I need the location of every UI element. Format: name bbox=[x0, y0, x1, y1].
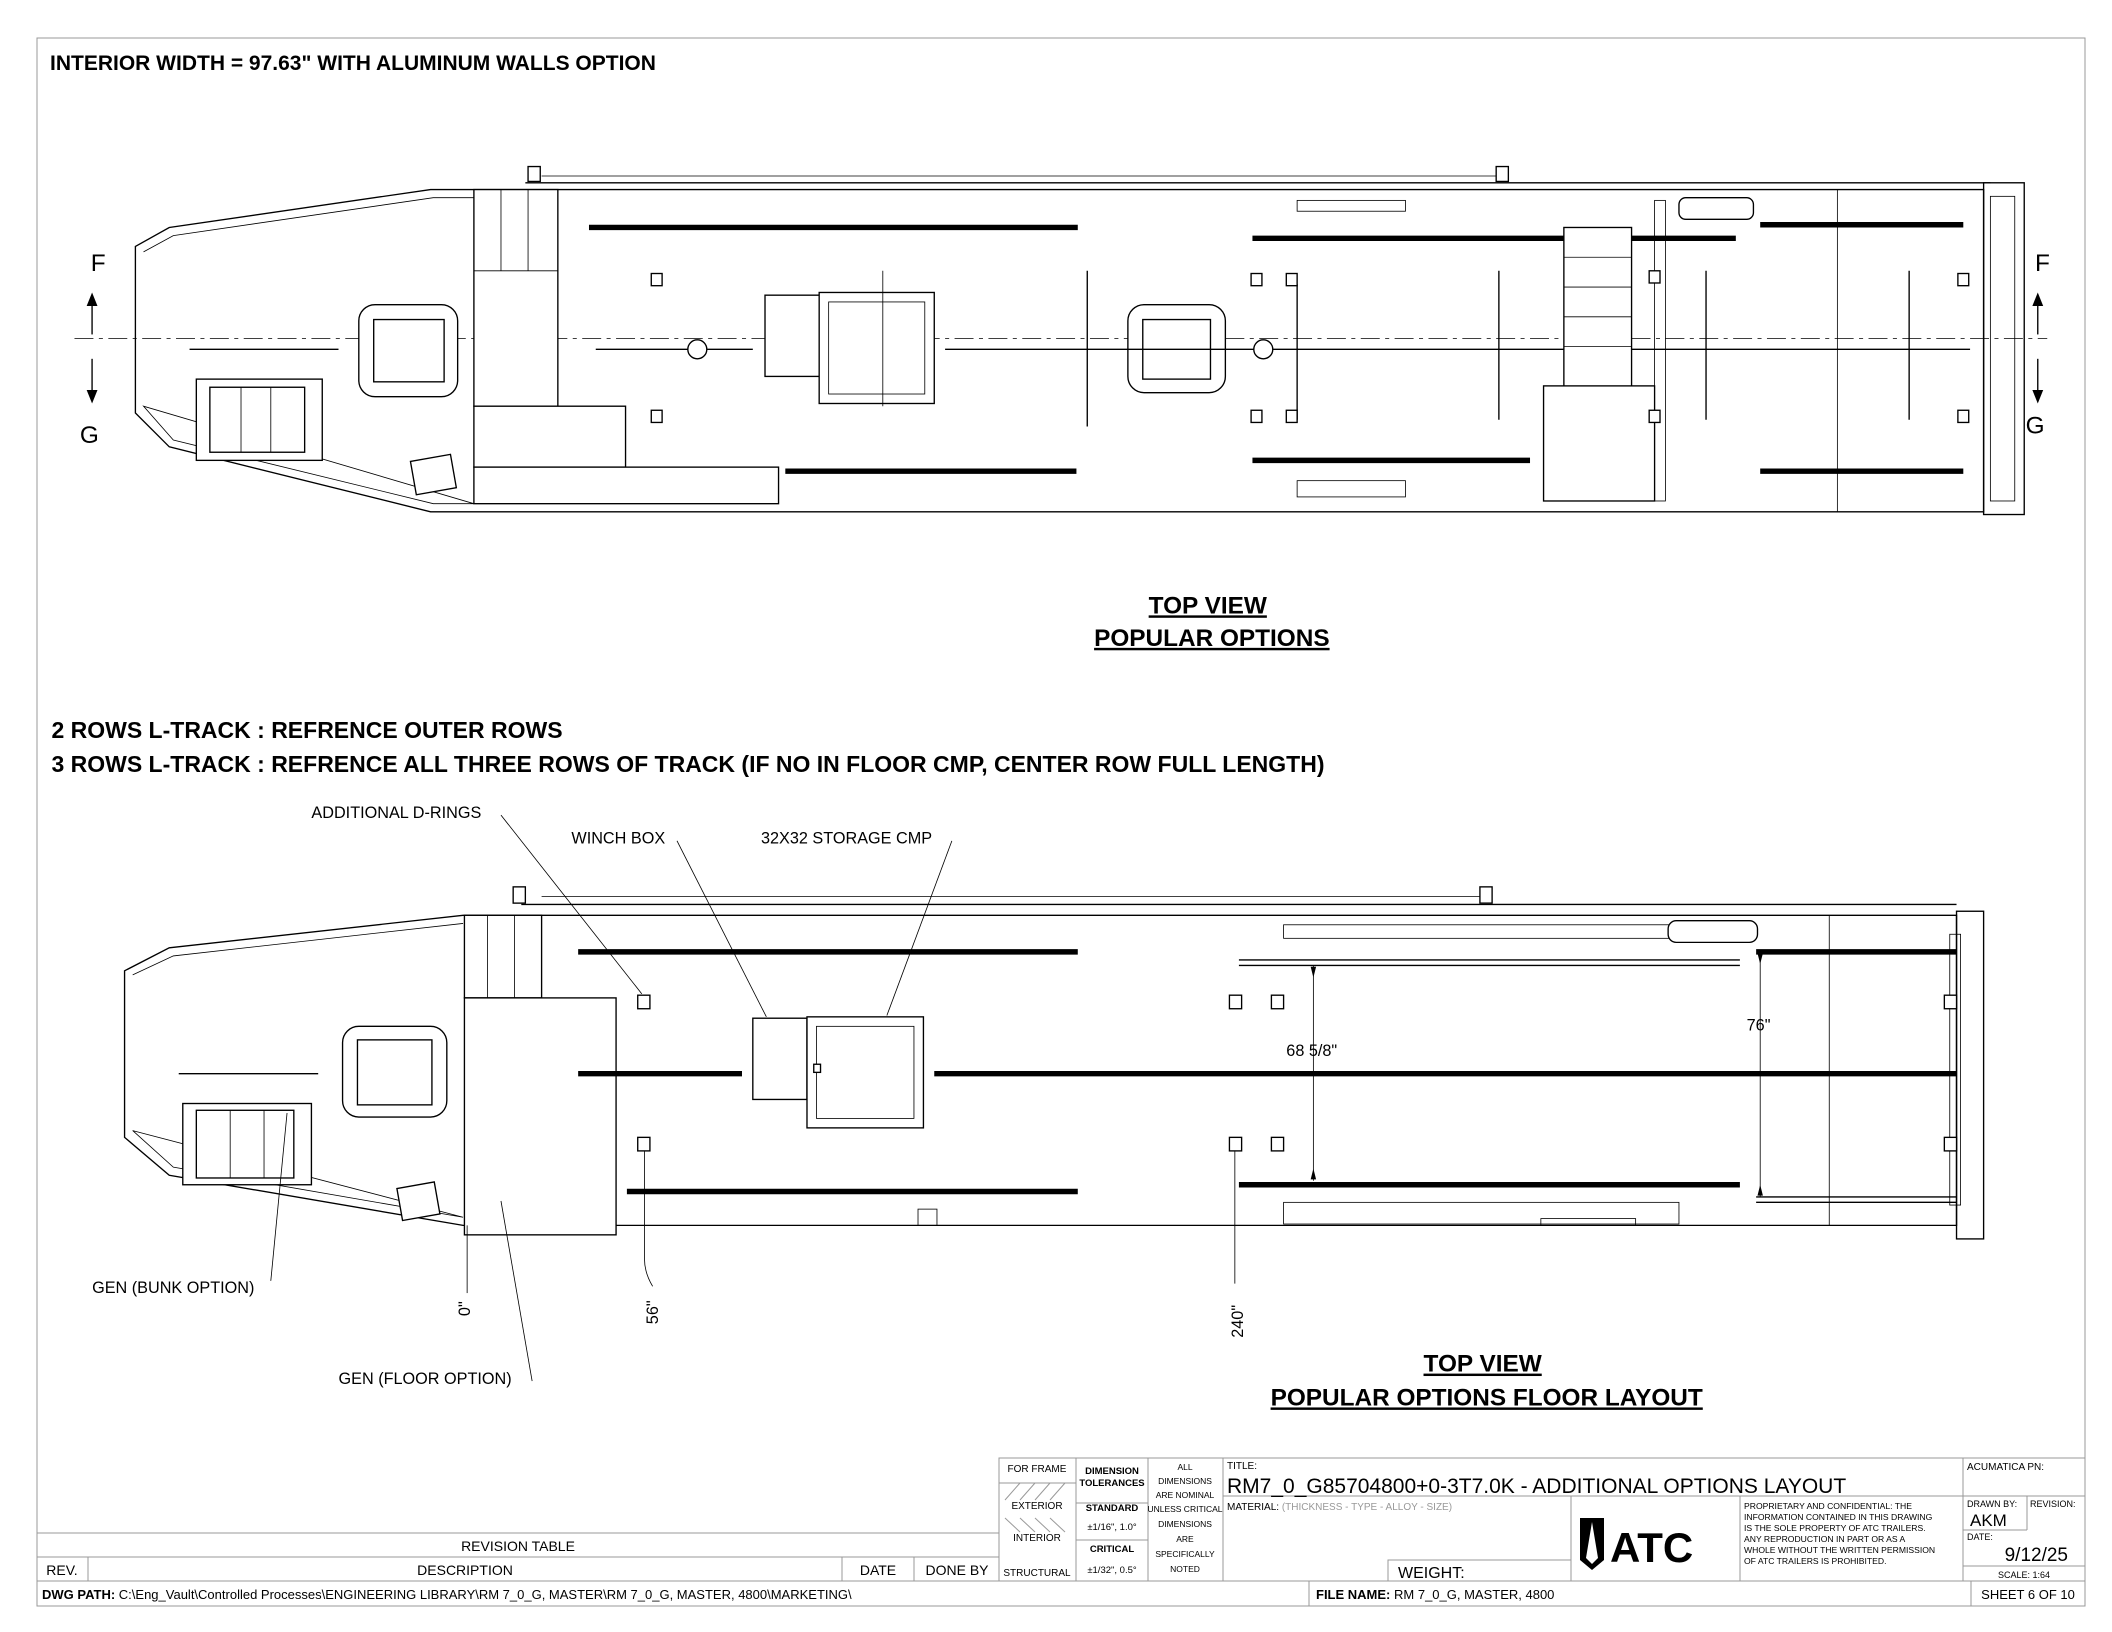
callout-winch-box: WINCH BOX bbox=[571, 830, 665, 848]
nominal-note-line: UNLESS CRITICAL bbox=[1147, 1504, 1222, 1514]
floor-view-subtitle: POPULAR OPTIONS FLOOR LAYOUT bbox=[1271, 1384, 1703, 1411]
standard-label: STANDARD bbox=[1086, 1503, 1139, 1514]
weight-label: WEIGHT: bbox=[1398, 1565, 1465, 1582]
revision-label: REVISION: bbox=[2030, 1499, 2076, 1509]
dim-inner-width: 68 5/8" bbox=[1286, 1042, 1337, 1060]
file-name: FILE NAME: RM 7_0_G, MASTER, 4800 bbox=[1316, 1587, 1554, 1602]
top-view-title: TOP VIEW bbox=[1149, 592, 1267, 619]
done-by-col: DONE BY bbox=[925, 1562, 989, 1578]
proprietary-line: OF ATC TRAILERS IS PROHIBITED. bbox=[1744, 1556, 1886, 1566]
logo-text: ATC bbox=[1610, 1524, 1693, 1571]
date-col: DATE bbox=[860, 1562, 896, 1578]
proprietary-line: PROPRIETARY AND CONFIDENTIAL: THE bbox=[1744, 1501, 1912, 1511]
dim-56: 56" bbox=[644, 1300, 662, 1324]
proprietary-line: WHOLE WITHOUT THE WRITTEN PERMISSION bbox=[1744, 1545, 1935, 1555]
date-value: 9/12/25 bbox=[2005, 1545, 2068, 1566]
section-mark-g-right: G bbox=[2026, 412, 2045, 439]
nominal-note-line: NOTED bbox=[1170, 1564, 1200, 1574]
interior-label: INTERIOR bbox=[1013, 1533, 1061, 1544]
drawn-by-label: DRAWN BY: bbox=[1967, 1499, 2017, 1509]
structural-label: STRUCTURAL bbox=[1003, 1568, 1071, 1579]
scale-value: SCALE: 1:64 bbox=[1998, 1570, 2050, 1580]
rev-col: REV. bbox=[46, 1562, 77, 1578]
nominal-note-line: ARE bbox=[1176, 1534, 1194, 1544]
proprietary-line: ANY REPRODUCTION IN PART OR AS A bbox=[1744, 1534, 1906, 1544]
acumatica-pn-label: ACUMATICA PN: bbox=[1967, 1462, 2044, 1473]
standard-value: ±1/16", 1.0° bbox=[1087, 1522, 1137, 1533]
floor-layout-trailer bbox=[123, 814, 1985, 1382]
title-label: TITLE: bbox=[1227, 1461, 1257, 1472]
section-mark-g-left: G bbox=[80, 422, 99, 449]
exterior-label: EXTERIOR bbox=[1011, 1501, 1062, 1512]
floor-view-title: TOP VIEW bbox=[1424, 1351, 1542, 1378]
title-block: FOR FRAME EXTERIOR INTERIOR STRUCTURAL D… bbox=[998, 1457, 2086, 1606]
for-frame-label: FOR FRAME bbox=[1008, 1464, 1067, 1475]
proprietary-line: IS THE SOLE PROPERTY OF ATC TRAILERS. bbox=[1744, 1523, 1926, 1533]
callout-d-rings: ADDITIONAL D-RINGS bbox=[311, 804, 481, 822]
callout-gen-bunk: GEN (BUNK OPTION) bbox=[92, 1279, 254, 1297]
nominal-note-line: ALL bbox=[1177, 1462, 1192, 1472]
critical-label: CRITICAL bbox=[1090, 1544, 1135, 1555]
dim-240: 240" bbox=[1229, 1305, 1247, 1338]
proprietary-line: INFORMATION CONTAINED IN THIS DRAWING bbox=[1744, 1512, 1933, 1522]
dwg-path: DWG PATH: C:\Eng_Vault\Controlled Proces… bbox=[42, 1587, 852, 1602]
nominal-note-line: DIMENSIONS bbox=[1158, 1519, 1212, 1529]
date-label: DATE: bbox=[1967, 1532, 1993, 1542]
nominal-note-line: SPECIFICALLY bbox=[1155, 1549, 1215, 1559]
header-note: INTERIOR WIDTH = 97.63" WITH ALUMINUM WA… bbox=[50, 52, 656, 75]
section-mark-f-left: F bbox=[91, 250, 106, 277]
sheet-number: SHEET 6 OF 10 bbox=[1981, 1587, 2075, 1602]
ltrack-note-2: 3 ROWS L-TRACK : REFRENCE ALL THREE ROWS… bbox=[51, 751, 1324, 777]
revision-table-title: REVISION TABLE bbox=[461, 1538, 575, 1554]
material-field: MATERIAL: (THICKNESS - TYPE - ALLOY - SI… bbox=[1227, 1502, 1452, 1513]
nominal-note-line: DIMENSIONS bbox=[1158, 1476, 1212, 1486]
revision-table: REVISION TABLE REV. DESCRIPTION DATE DON… bbox=[36, 1532, 1000, 1582]
ltrack-note-1: 2 ROWS L-TRACK : REFRENCE OUTER ROWS bbox=[51, 717, 562, 743]
nominal-note-line: ARE NOMINAL bbox=[1156, 1490, 1215, 1500]
callout-storage: 32X32 STORAGE CMP bbox=[761, 830, 932, 848]
dim-tol-1: DIMENSION bbox=[1085, 1466, 1139, 1477]
drawn-by-value: AKM bbox=[1970, 1511, 2007, 1530]
callout-gen-floor: GEN (FLOOR OPTION) bbox=[339, 1370, 512, 1388]
dim-outer-width: 76" bbox=[1747, 1016, 1771, 1034]
dim-tol-2: TOLERANCES bbox=[1079, 1478, 1144, 1489]
top-view-trailer bbox=[74, 165, 2048, 516]
dim-0: 0" bbox=[456, 1301, 474, 1316]
critical-value: ±1/32", 0.5° bbox=[1087, 1565, 1137, 1576]
atc-logo: ATC bbox=[1580, 1518, 1693, 1571]
top-view-subtitle: POPULAR OPTIONS bbox=[1094, 625, 1330, 652]
drawing-title: RM7_0_G85704800+0-3T7.0K - ADDITIONAL OP… bbox=[1227, 1475, 1846, 1498]
description-col: DESCRIPTION bbox=[417, 1562, 513, 1578]
section-mark-f-right: F bbox=[2035, 250, 2050, 277]
